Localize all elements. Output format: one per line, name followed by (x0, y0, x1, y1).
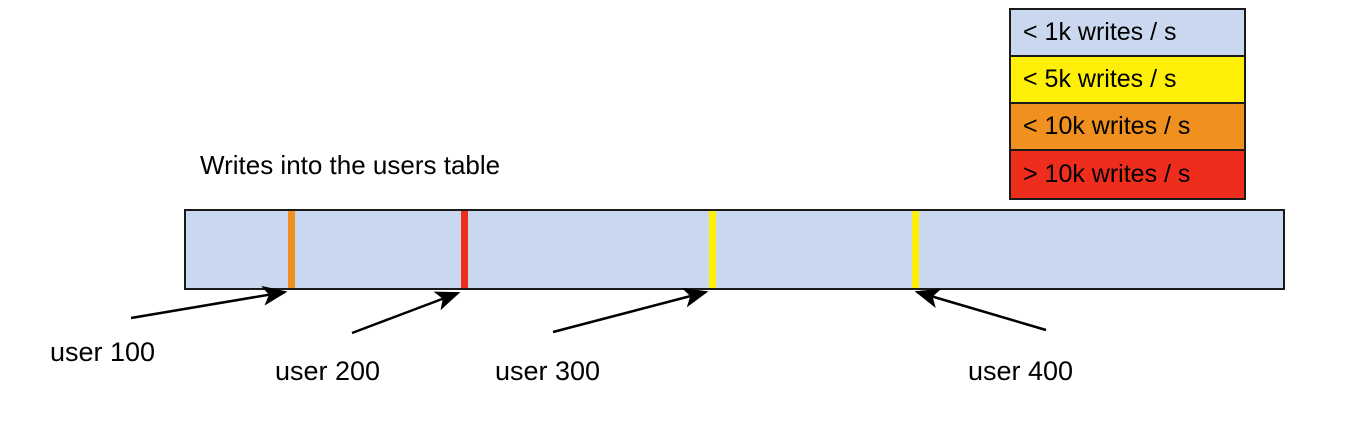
user-400-label: user 400 (968, 356, 1074, 386)
user-300-stripe (709, 211, 716, 288)
user-100-arrow (130, 285, 288, 320)
user-100-stripe (288, 211, 295, 288)
legend-item-label: < 5k writes / s (1023, 65, 1177, 93)
user-200-label: user 200 (275, 356, 381, 386)
users-table-bar (184, 209, 1285, 290)
user-200-arrow (351, 291, 461, 335)
legend-item-label: < 1k writes / s (1023, 18, 1177, 46)
user-300-label: user 300 (495, 356, 601, 386)
legend-item-3: > 10k writes / s (1011, 151, 1244, 198)
write-throughput-legend: < 1k writes / s < 5k writes / s < 10k writ… (1009, 8, 1246, 200)
legend-item-0: < 1k writes / s (1011, 10, 1244, 57)
user-100-label: user 100 (50, 337, 156, 367)
legend-item-2: < 10k writes / s (1011, 104, 1244, 151)
user-400-stripe (912, 211, 919, 288)
user-200-stripe (461, 211, 468, 288)
legend-item-1: < 5k writes / s (1011, 57, 1244, 104)
legend-item-label: > 10k writes / s (1023, 160, 1191, 188)
user-400-arrow (914, 288, 1047, 332)
user-300-arrow (552, 288, 709, 334)
legend-item-label: < 10k writes / s (1023, 112, 1191, 140)
chart-title: Writes into the users table (200, 150, 501, 180)
